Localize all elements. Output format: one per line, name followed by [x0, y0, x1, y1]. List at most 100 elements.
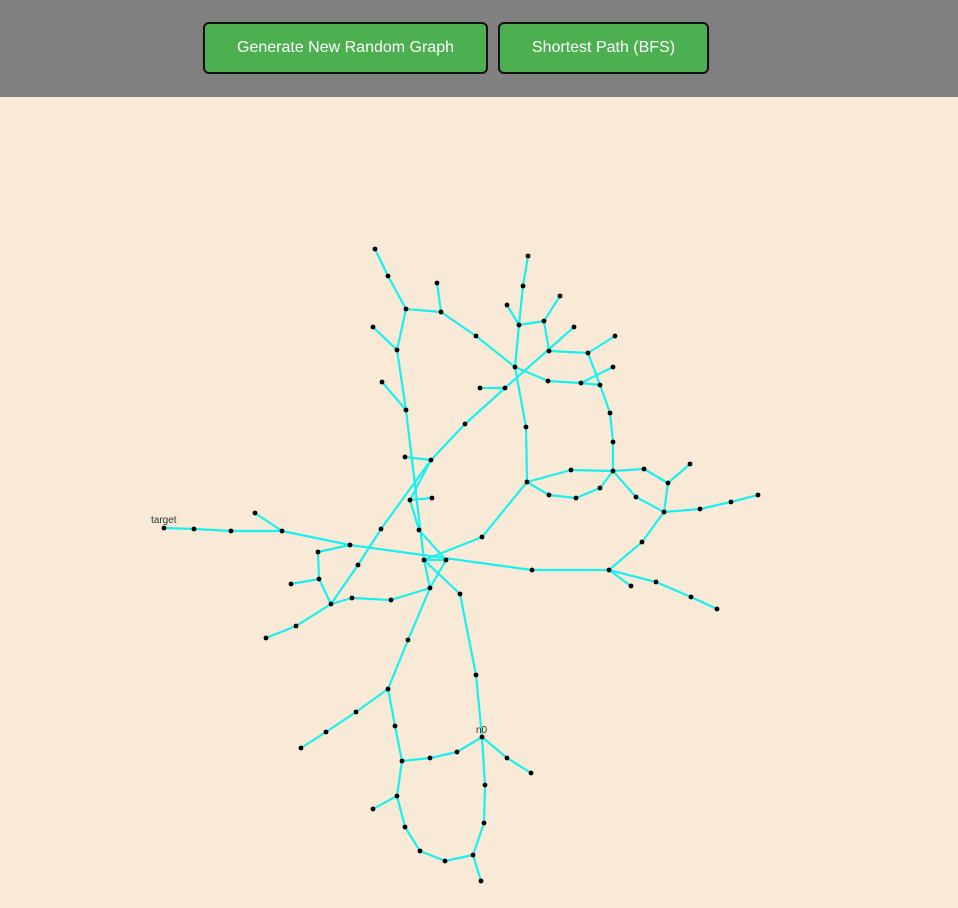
graph-node[interactable]: [328, 601, 334, 607]
graph-node[interactable]: [641, 466, 647, 472]
graph-node[interactable]: [279, 528, 285, 534]
graph-node[interactable]: [482, 782, 488, 788]
graph-canvas[interactable]: n0 target: [0, 97, 958, 908]
graph-node[interactable]: [541, 318, 547, 324]
graph-node[interactable]: [385, 686, 391, 692]
graph-node[interactable]: [263, 635, 269, 641]
graph-node[interactable]: [228, 528, 234, 534]
graph-node[interactable]: [388, 597, 394, 603]
graph-node[interactable]: [516, 322, 522, 328]
graph-node[interactable]: [473, 333, 479, 339]
graph-node[interactable]: [462, 421, 468, 427]
graph-node[interactable]: [438, 309, 444, 315]
graph-node[interactable]: [399, 758, 405, 764]
graph-node[interactable]: [442, 858, 448, 864]
graph-node[interactable]: [429, 495, 435, 501]
graph-node[interactable]: [528, 770, 534, 776]
graph-node[interactable]: [252, 510, 258, 516]
graph-node[interactable]: [612, 333, 618, 339]
graph-node[interactable]: [315, 549, 321, 555]
graph-node[interactable]: [557, 293, 563, 299]
graph-node[interactable]: [546, 348, 552, 354]
graph-node[interactable]: [529, 567, 535, 573]
graph-node[interactable]: [347, 542, 353, 548]
graph-node[interactable]: [481, 820, 487, 826]
graph-node[interactable]: [502, 385, 508, 391]
graph-node[interactable]: [633, 494, 639, 500]
graph-node[interactable]: [355, 562, 361, 568]
graph-node[interactable]: [403, 407, 409, 413]
graph-node[interactable]: [470, 852, 476, 858]
graph-node[interactable]: [610, 364, 616, 370]
graph-node[interactable]: [392, 723, 398, 729]
graph-node[interactable]: [688, 594, 694, 600]
graph-node[interactable]: [479, 534, 485, 540]
graph-node[interactable]: [520, 283, 526, 289]
graph-node[interactable]: [443, 557, 449, 563]
graph-node[interactable]: [370, 324, 376, 330]
graph-node[interactable]: [191, 526, 197, 532]
graph-node[interactable]: [353, 709, 359, 715]
graph-node[interactable]: [545, 378, 551, 384]
graph-node[interactable]: [372, 246, 378, 252]
graph-node[interactable]: [298, 745, 304, 751]
graph-node[interactable]: [316, 576, 322, 582]
graph-node[interactable]: [428, 457, 434, 463]
graph-node[interactable]: [379, 379, 385, 385]
graph-node[interactable]: [597, 485, 603, 491]
graph-node[interactable]: [653, 579, 659, 585]
graph-node[interactable]: [349, 595, 355, 601]
graph-node[interactable]: [578, 380, 584, 386]
graph-node[interactable]: [417, 848, 423, 854]
graph-node[interactable]: [427, 755, 433, 761]
graph-node[interactable]: [403, 306, 409, 312]
graph-node[interactable]: [512, 364, 518, 370]
graph-node[interactable]: [454, 749, 460, 755]
graph-node[interactable]: [394, 793, 400, 799]
graph-node[interactable]: [665, 480, 671, 486]
graph-node[interactable]: [504, 302, 510, 308]
graph-node[interactable]: [421, 557, 427, 563]
graph-node[interactable]: [628, 583, 634, 589]
graph-node[interactable]: [573, 495, 579, 501]
start-node[interactable]: [479, 734, 485, 740]
graph-node[interactable]: [661, 509, 667, 515]
graph-node[interactable]: [402, 454, 408, 460]
graph-node[interactable]: [477, 385, 483, 391]
target-node[interactable]: [161, 525, 167, 531]
graph-node[interactable]: [606, 567, 612, 573]
graph-node[interactable]: [478, 878, 484, 884]
graph-node[interactable]: [610, 468, 616, 474]
graph-node[interactable]: [523, 424, 529, 430]
graph-node[interactable]: [394, 347, 400, 353]
graph-node[interactable]: [687, 461, 693, 467]
graph-node[interactable]: [728, 499, 734, 505]
graph-node[interactable]: [288, 581, 294, 587]
graph-node[interactable]: [427, 585, 433, 591]
graph-node[interactable]: [525, 253, 531, 259]
graph-node[interactable]: [639, 539, 645, 545]
graph-node[interactable]: [473, 672, 479, 678]
graph-node[interactable]: [402, 824, 408, 830]
graph-node[interactable]: [293, 623, 299, 629]
shortest-path-button[interactable]: Shortest Path (BFS): [498, 22, 709, 74]
graph-node[interactable]: [504, 755, 510, 761]
graph-node[interactable]: [457, 591, 463, 597]
graph-node[interactable]: [370, 806, 376, 812]
graph-node[interactable]: [755, 492, 761, 498]
graph-node[interactable]: [524, 479, 530, 485]
graph-node[interactable]: [405, 637, 411, 643]
graph-node[interactable]: [714, 606, 720, 612]
graph-node[interactable]: [546, 492, 552, 498]
graph-node[interactable]: [385, 273, 391, 279]
graph-node[interactable]: [610, 439, 616, 445]
graph-node[interactable]: [434, 280, 440, 286]
graph-node[interactable]: [571, 324, 577, 330]
graph-node[interactable]: [378, 526, 384, 532]
graph-node[interactable]: [323, 729, 329, 735]
graph-node[interactable]: [585, 350, 591, 356]
graph-node[interactable]: [568, 467, 574, 473]
graph-node[interactable]: [697, 506, 703, 512]
graph-node[interactable]: [597, 382, 603, 388]
generate-graph-button[interactable]: Generate New Random Graph: [203, 22, 488, 74]
